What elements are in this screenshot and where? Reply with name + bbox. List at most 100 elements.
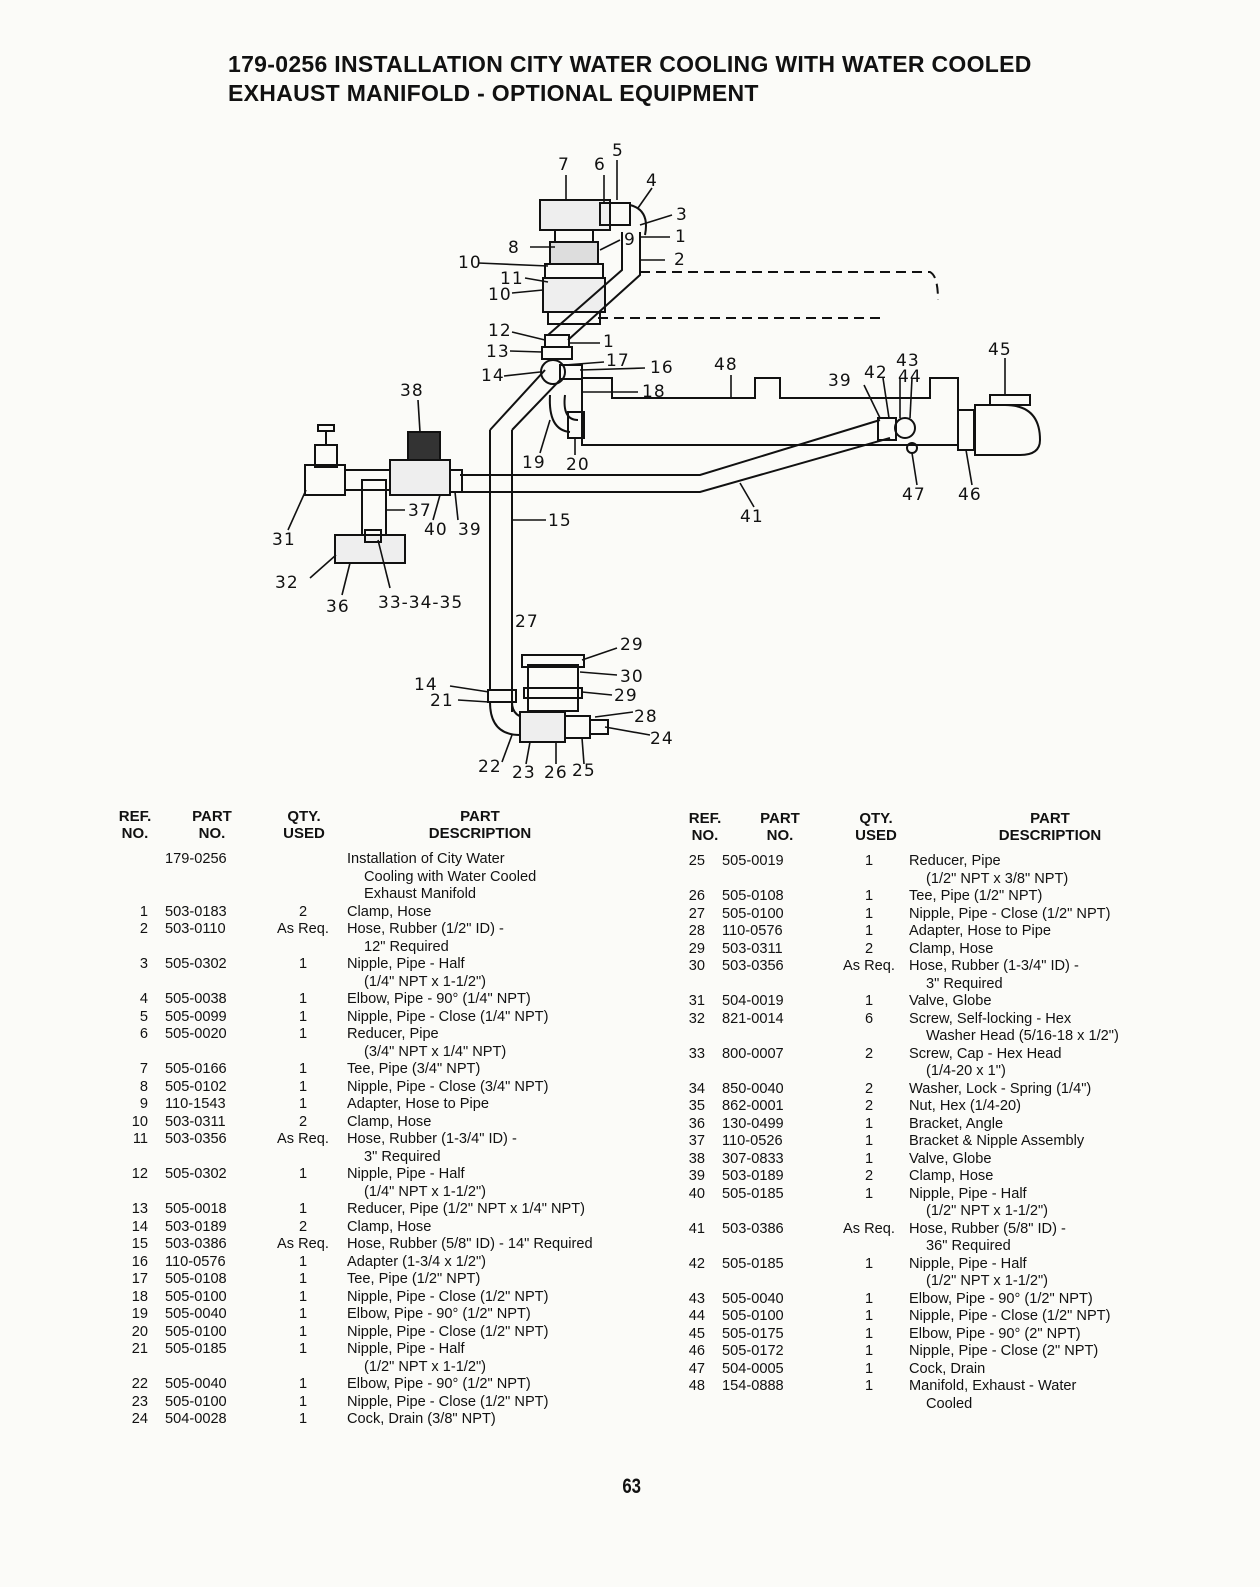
ref-no: 15 (131, 1236, 148, 1252)
ref-no: 23 (131, 1393, 148, 1410)
part-description: Hose, Rubber (5/8" ID) - (909, 1220, 1066, 1237)
part-description: Nipple, Pipe - Close (1/2" NPT) (909, 1308, 1111, 1324)
part-description: (1/4-20 x 1") (926, 1063, 1006, 1079)
ref-no: 29 (688, 940, 705, 957)
qty-used: 1 (298, 1166, 308, 1182)
part-description: Clamp, Hose (347, 903, 432, 920)
part-description: Nipple, Pipe - Close (1/2" NPT) (347, 1323, 549, 1340)
part-no: 505-0185 (722, 1255, 784, 1272)
callout-4: 4 (646, 171, 658, 191)
ref-no: 44 (688, 1308, 705, 1324)
ref-no: 38 (688, 1150, 705, 1167)
part-no: 505-0100 (165, 1323, 227, 1340)
part-description: Tee, Pipe (1/2" NPT) (347, 1271, 481, 1287)
callout-14: 14 (481, 366, 505, 386)
ref-no: 37 (688, 1133, 705, 1149)
qty-used: 1 (864, 993, 874, 1009)
part-no: 505-0108 (722, 888, 784, 904)
qty-used: 2 (298, 1218, 308, 1235)
part-no: 505-0040 (165, 1306, 227, 1322)
callout-38: 38 (400, 381, 424, 401)
qty-used: 1 (298, 956, 308, 972)
ref-no: 31 (688, 993, 705, 1009)
qty-used: 1 (864, 1343, 874, 1359)
ref-no: 47 (688, 1360, 705, 1377)
ref-no: 7 (139, 1061, 148, 1077)
part-no: 505-0040 (722, 1290, 784, 1307)
qty-used: 1 (298, 1096, 308, 1112)
part-description: Adapter, Hose to Pipe (347, 1096, 489, 1112)
ref-no: 24 (131, 1411, 148, 1427)
part-description: Hose, Rubber (1/2" ID) - (347, 921, 504, 937)
callout-10a: 10 (458, 253, 482, 273)
part-description: Nipple, Pipe - Close (1/2" NPT) (347, 1288, 549, 1305)
part-no: 505-0185 (722, 1185, 784, 1202)
part-no: 503-0356 (165, 1131, 227, 1147)
qty-used: 1 (864, 905, 874, 922)
part-description: Nipple, Pipe - Half (909, 1255, 1027, 1272)
callout-16: 16 (650, 358, 674, 378)
part-description: Nipple, Pipe - Close (1/2" NPT) (347, 1393, 549, 1410)
part-no: 505-0185 (165, 1341, 227, 1357)
part-description: Nipple, Pipe - Half (909, 1185, 1027, 1202)
callout-19: 19 (522, 453, 546, 473)
part-description: Washer Head (5/16-18 x 1/2") (926, 1028, 1119, 1044)
qty-used: 1 (864, 1360, 874, 1377)
qty-used: 1 (864, 1150, 874, 1167)
callout-11: 11 (500, 269, 524, 289)
header-qty: QTY.USED (283, 808, 325, 842)
ref-no: 8 (139, 1078, 148, 1095)
callout-2: 2 (674, 250, 686, 270)
part-description: Screw, Cap - Hex Head (909, 1045, 1062, 1062)
qty-used: 1 (864, 1308, 874, 1324)
qty-used: 1 (298, 1253, 308, 1270)
part-no: 505-0018 (165, 1201, 227, 1217)
part-description: Nipple, Pipe - Close (3/4" NPT) (347, 1078, 549, 1095)
part-no: 110-1543 (165, 1096, 226, 1112)
callout-22: 22 (478, 757, 502, 777)
qty-used: 1 (864, 1378, 874, 1394)
part-no: 505-0302 (165, 956, 227, 972)
qty-used: 2 (864, 1045, 874, 1062)
ref-no: 26 (688, 888, 705, 904)
callout-42: 42 (864, 363, 888, 383)
part-description: 3" Required (926, 975, 1003, 992)
ref-no: 11 (132, 1131, 148, 1147)
part-description: (1/4" NPT x 1-1/2") (364, 973, 487, 990)
callout-46: 46 (958, 485, 982, 505)
part-no: 505-0100 (722, 905, 784, 922)
part-no: 307-0833 (722, 1150, 784, 1167)
part-no: 503-0311 (722, 940, 783, 957)
qty-used: As Req. (277, 1236, 329, 1252)
qty-used: 1 (298, 1078, 308, 1095)
ref-no: 28 (688, 923, 705, 939)
part-description: Clamp, Hose (347, 1218, 432, 1235)
callout-40: 40 (424, 520, 448, 540)
part-description: Hose, Rubber (5/8" ID) - 14" Required (347, 1236, 593, 1252)
part-description: Elbow, Pipe - 90° (2" NPT) (909, 1325, 1081, 1342)
callout-9: 9 (624, 230, 636, 250)
qty-used: 2 (864, 1168, 874, 1184)
callout-7: 7 (558, 155, 570, 175)
part-description: (1/2" NPT x 1-1/2") (926, 1203, 1049, 1219)
ref-no: 17 (131, 1271, 148, 1287)
part-no: 505-0166 (165, 1061, 227, 1077)
qty-used: 6 (864, 1010, 874, 1027)
part-description: Screw, Self-locking - Hex (909, 1010, 1072, 1027)
qty-used: 1 (298, 991, 308, 1007)
qty-used: 1 (864, 1185, 874, 1202)
qty-used: 2 (864, 1098, 874, 1114)
header-ref-right: REF.NO. (688, 810, 722, 844)
part-description: Nipple, Pipe - Close (1/4" NPT) (347, 1008, 549, 1025)
part-no: 505-0100 (165, 1288, 227, 1305)
part-description: (1/2" NPT x 1-1/2") (926, 1273, 1049, 1289)
ref-no: 35 (688, 1098, 705, 1114)
part-no: 503-0386 (722, 1220, 784, 1237)
ref-no: 4 (139, 991, 148, 1007)
part-no: 503-0386 (165, 1236, 227, 1252)
qty-used: 2 (298, 903, 308, 920)
part-description: Clamp, Hose (909, 940, 994, 957)
